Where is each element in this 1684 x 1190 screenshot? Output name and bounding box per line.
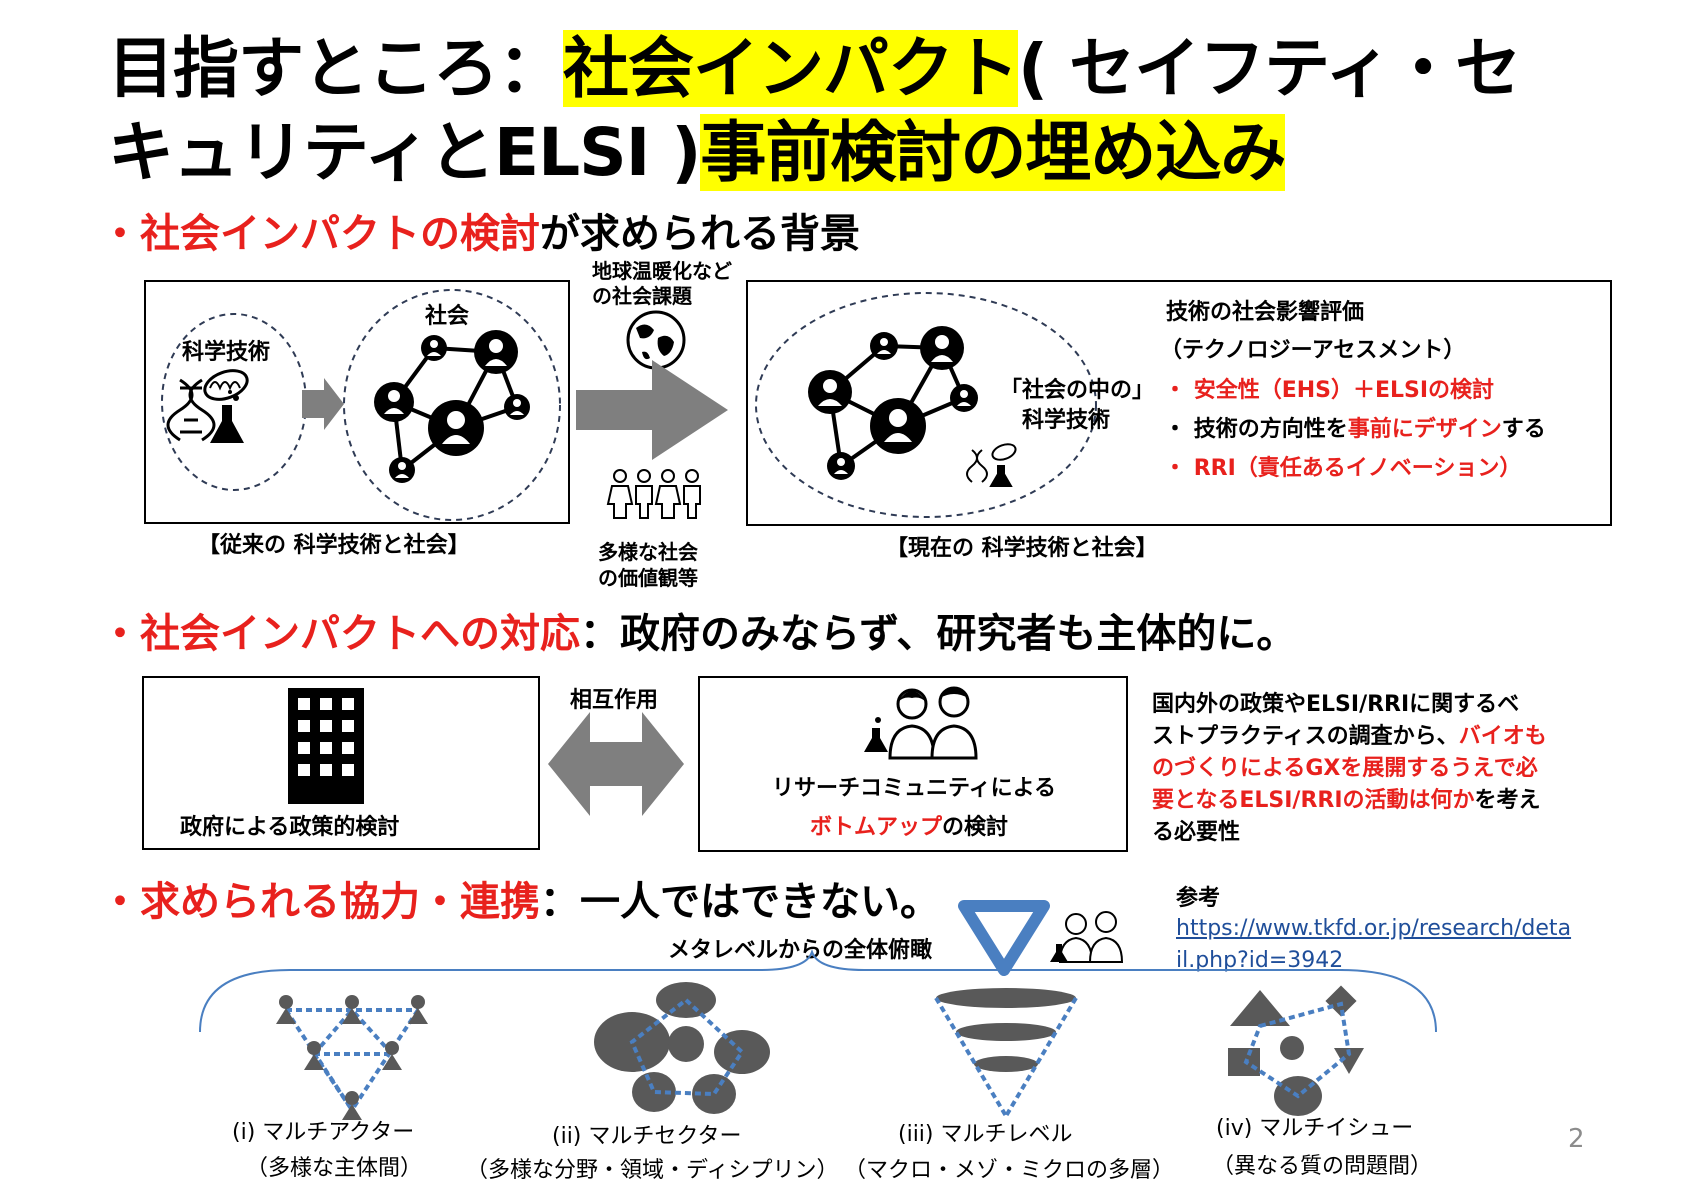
reference-link-2[interactable]: il.php?id=3942 <box>1176 948 1344 973</box>
bullet-mark: ・ <box>1164 417 1187 442</box>
diverse-people-icon <box>606 469 701 519</box>
bullet-symbol: ・ <box>100 611 140 657</box>
section1-heading: ・社会インパクトの検討が求められる背景 <box>100 214 860 254</box>
government-label: 政府による政策的検討 <box>180 815 400 840</box>
society-label: 社会 <box>425 304 470 329</box>
item-4-label: (iv) マルチイシュー <box>1216 1116 1414 1141</box>
bottom-up-text: ボトムアップ <box>810 815 943 840</box>
heading-rest: ：政府のみならず、研究者も主体的に。 <box>580 611 1297 657</box>
person-node-icons <box>374 330 530 483</box>
globe-icon <box>626 310 686 370</box>
interaction-label: 相互作用 <box>570 688 659 713</box>
bullet-mark: ・ <box>1164 378 1187 403</box>
title-rest: ( セイフティ・セ <box>1018 30 1521 107</box>
reference-link-1[interactable]: https://www.tkfd.or.jp/research/deta <box>1176 916 1572 941</box>
overview-brace <box>199 948 1437 1033</box>
funnel-overview-icon <box>958 900 1124 976</box>
research-label-1: リサーチコミュニティによる <box>772 776 1057 801</box>
item-1-label: (i) マルチアクター <box>232 1120 415 1145</box>
multi-actor-diagram <box>276 995 428 1120</box>
title-plain: 目指すところ： <box>108 30 564 107</box>
bullet-design: ・ 技術の方向性を事前にデザインする <box>1164 417 1546 443</box>
middle-graphics <box>576 310 728 519</box>
section2-heading: ・社会インパクトへの対応：政府のみならず、研究者も主体的に。 <box>100 614 1296 654</box>
title-line-2: キュリティとELSI )事前検討の埋め込み <box>108 114 1286 191</box>
multi-issue-diagram <box>1228 985 1364 1116</box>
meta-level-label: メタレベルからの全体俯瞰 <box>668 938 933 963</box>
double-arrow-icon <box>548 712 684 816</box>
heading-rest: ：一人ではできない。 <box>540 879 940 925</box>
item-3-sub: （マクロ・メゾ・ミクロの多層） <box>844 1158 1175 1183</box>
assessment-heading-2: （テクノロジーアセスメント） <box>1160 338 1466 363</box>
section3-heading: ・求められる協力・連携：一人ではできない。 <box>100 882 940 922</box>
item-3-label: (iii) マルチレベル <box>898 1122 1073 1147</box>
item-4-sub: （異なる質の問題間） <box>1212 1154 1433 1179</box>
heading-red: 社会インパクトへの対応 <box>140 611 580 657</box>
traditional-caption: 【従来の 科学技術と社会】 <box>198 533 470 558</box>
building-icon <box>288 688 364 804</box>
bullet-design-a: 技術の方向性を <box>1193 417 1348 442</box>
side-text-2b: バイオも <box>1458 724 1547 749</box>
side-text-line-3: のづくりによるGXを展開するうえで必 <box>1152 756 1538 781</box>
mitochondria-icon <box>203 369 249 401</box>
heading-red: 社会インパクトの検討 <box>140 211 540 257</box>
dna-icon <box>166 378 216 442</box>
society-science-label-2: 科学技術 <box>1022 408 1111 433</box>
side-text-line-4: 要となるELSI/RRIの活動は何かを考え <box>1152 788 1541 814</box>
flask-icon <box>210 390 244 443</box>
heading-red: 求められる協力・連携 <box>140 879 540 925</box>
current-diagram <box>755 292 1097 518</box>
traditional-diagram <box>161 289 561 521</box>
bullet-rri-text: RRI（責任あるイノベーション） <box>1193 456 1522 481</box>
heading-rest: が求められる背景 <box>540 211 860 257</box>
bullet-design-c: する <box>1501 417 1546 442</box>
traditional-box <box>144 280 570 524</box>
bullet-symbol: ・ <box>100 879 140 925</box>
diverse-values-label-1: 多様な社会 <box>598 540 698 564</box>
side-text-4b: を考え <box>1474 788 1541 813</box>
researchers-icon <box>864 686 978 760</box>
item-2-label: (ii) マルチセクター <box>552 1124 742 1149</box>
social-issues-label-2: の社会課題 <box>592 284 692 308</box>
current-caption: 【現在の 科学技術と社会】 <box>886 536 1158 561</box>
assessment-heading-1: 技術の社会影響評価 <box>1166 300 1365 325</box>
bullet-mark: ・ <box>1164 456 1187 481</box>
bullet-design-b: 事前にデザイン <box>1347 417 1502 442</box>
title-line-1: 目指すところ：社会インパクト( セイフティ・セ <box>108 30 1521 107</box>
science-label: 科学技術 <box>182 340 271 365</box>
title-highlight-2: 事前検討の埋め込み <box>700 114 1286 191</box>
bullet-safety-text: 安全性（EHS）＋ELSIの検討 <box>1193 378 1495 403</box>
side-text-4a: 要となるELSI/RRIの活動は何か <box>1152 788 1475 813</box>
side-text-line-5: る必要性 <box>1152 820 1241 845</box>
multi-level-diagram <box>934 988 1078 1118</box>
title-plain-2: キュリティとELSI ) <box>108 114 701 191</box>
review-text: の検討 <box>942 815 1009 840</box>
multi-sector-diagram <box>594 982 770 1114</box>
society-science-label-1: 「社会の中の」 <box>1000 378 1155 403</box>
page-number: 2 <box>1568 1124 1585 1154</box>
social-issues-label-1: 地球温暖化など <box>592 259 732 283</box>
title-highlight: 社会インパクト <box>563 30 1019 107</box>
small-science-icon <box>966 443 1017 487</box>
research-label-2: ボトムアップの検討 <box>810 815 1008 841</box>
bullet-safety: ・ 安全性（EHS）＋ELSIの検討 <box>1164 378 1494 404</box>
item-2-sub: （多様な分野・領域・ディシプリン） <box>466 1158 839 1183</box>
side-text-2a: ストプラクティスの調査から、 <box>1152 724 1459 749</box>
bullet-rri: ・ RRI（責任あるイノベーション） <box>1164 456 1521 482</box>
item-1-sub: （多様な主体間） <box>246 1156 423 1181</box>
side-text-line-1: 国内外の政策やELSI/RRIに関するベ <box>1152 692 1520 717</box>
diverse-values-label-2: の価値観等 <box>598 566 698 590</box>
side-text-line-2: ストプラクティスの調査から、バイオも <box>1152 724 1547 750</box>
bullet-symbol: ・ <box>100 211 140 257</box>
reference-label: 参考 <box>1176 886 1221 911</box>
